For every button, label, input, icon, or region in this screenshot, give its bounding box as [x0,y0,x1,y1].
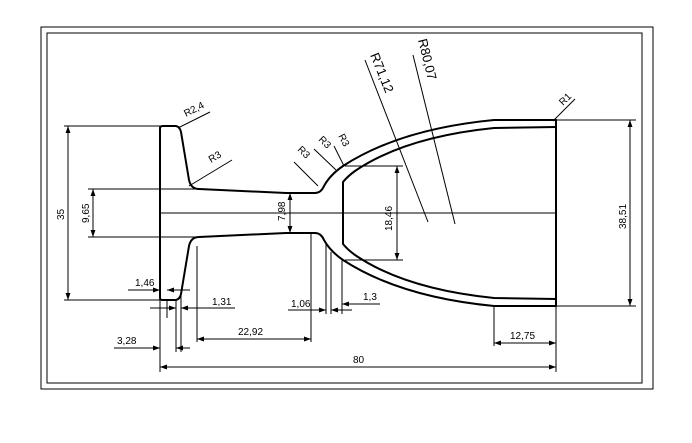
dim-1-46: 1,46 [135,278,155,289]
dim-35: 35 [56,208,67,220]
extension-lines [64,119,636,372]
dim-9-65: 9,65 [81,203,92,223]
dim-18-46: 18,46 [384,206,395,231]
dim-1-06: 1,06 [291,299,311,310]
inner-frame [46,32,643,384]
dim-1-3: 1,3 [363,292,377,303]
dim-80: 80 [353,355,365,366]
dimension-labels: 35 9,65 7,98 18,46 38,51 1,46 1,31 22,92… [56,201,629,366]
label-r80-07: R80,07 [415,37,440,81]
label-r3-a: R3 [295,144,312,161]
label-r3-c: R3 [335,132,351,149]
dim-7-98: 7,98 [277,201,288,221]
dim-22-92: 22,92 [238,327,263,338]
dim-3-28: 3,28 [117,336,137,347]
dimension-lines [65,120,633,370]
label-r3-b: R3 [316,134,333,151]
dim-38-51: 38,51 [618,204,629,229]
label-r3-neck: R3 [207,149,224,165]
label-r71-12: R71,12 [367,51,397,95]
outer-frame [40,26,654,390]
radius-leaders [177,54,576,225]
label-r1: R1 [557,91,574,108]
dim-12-75: 12,75 [510,331,535,342]
dim-1-31: 1,31 [212,297,232,308]
label-r2-4: R2,4 [182,100,206,120]
